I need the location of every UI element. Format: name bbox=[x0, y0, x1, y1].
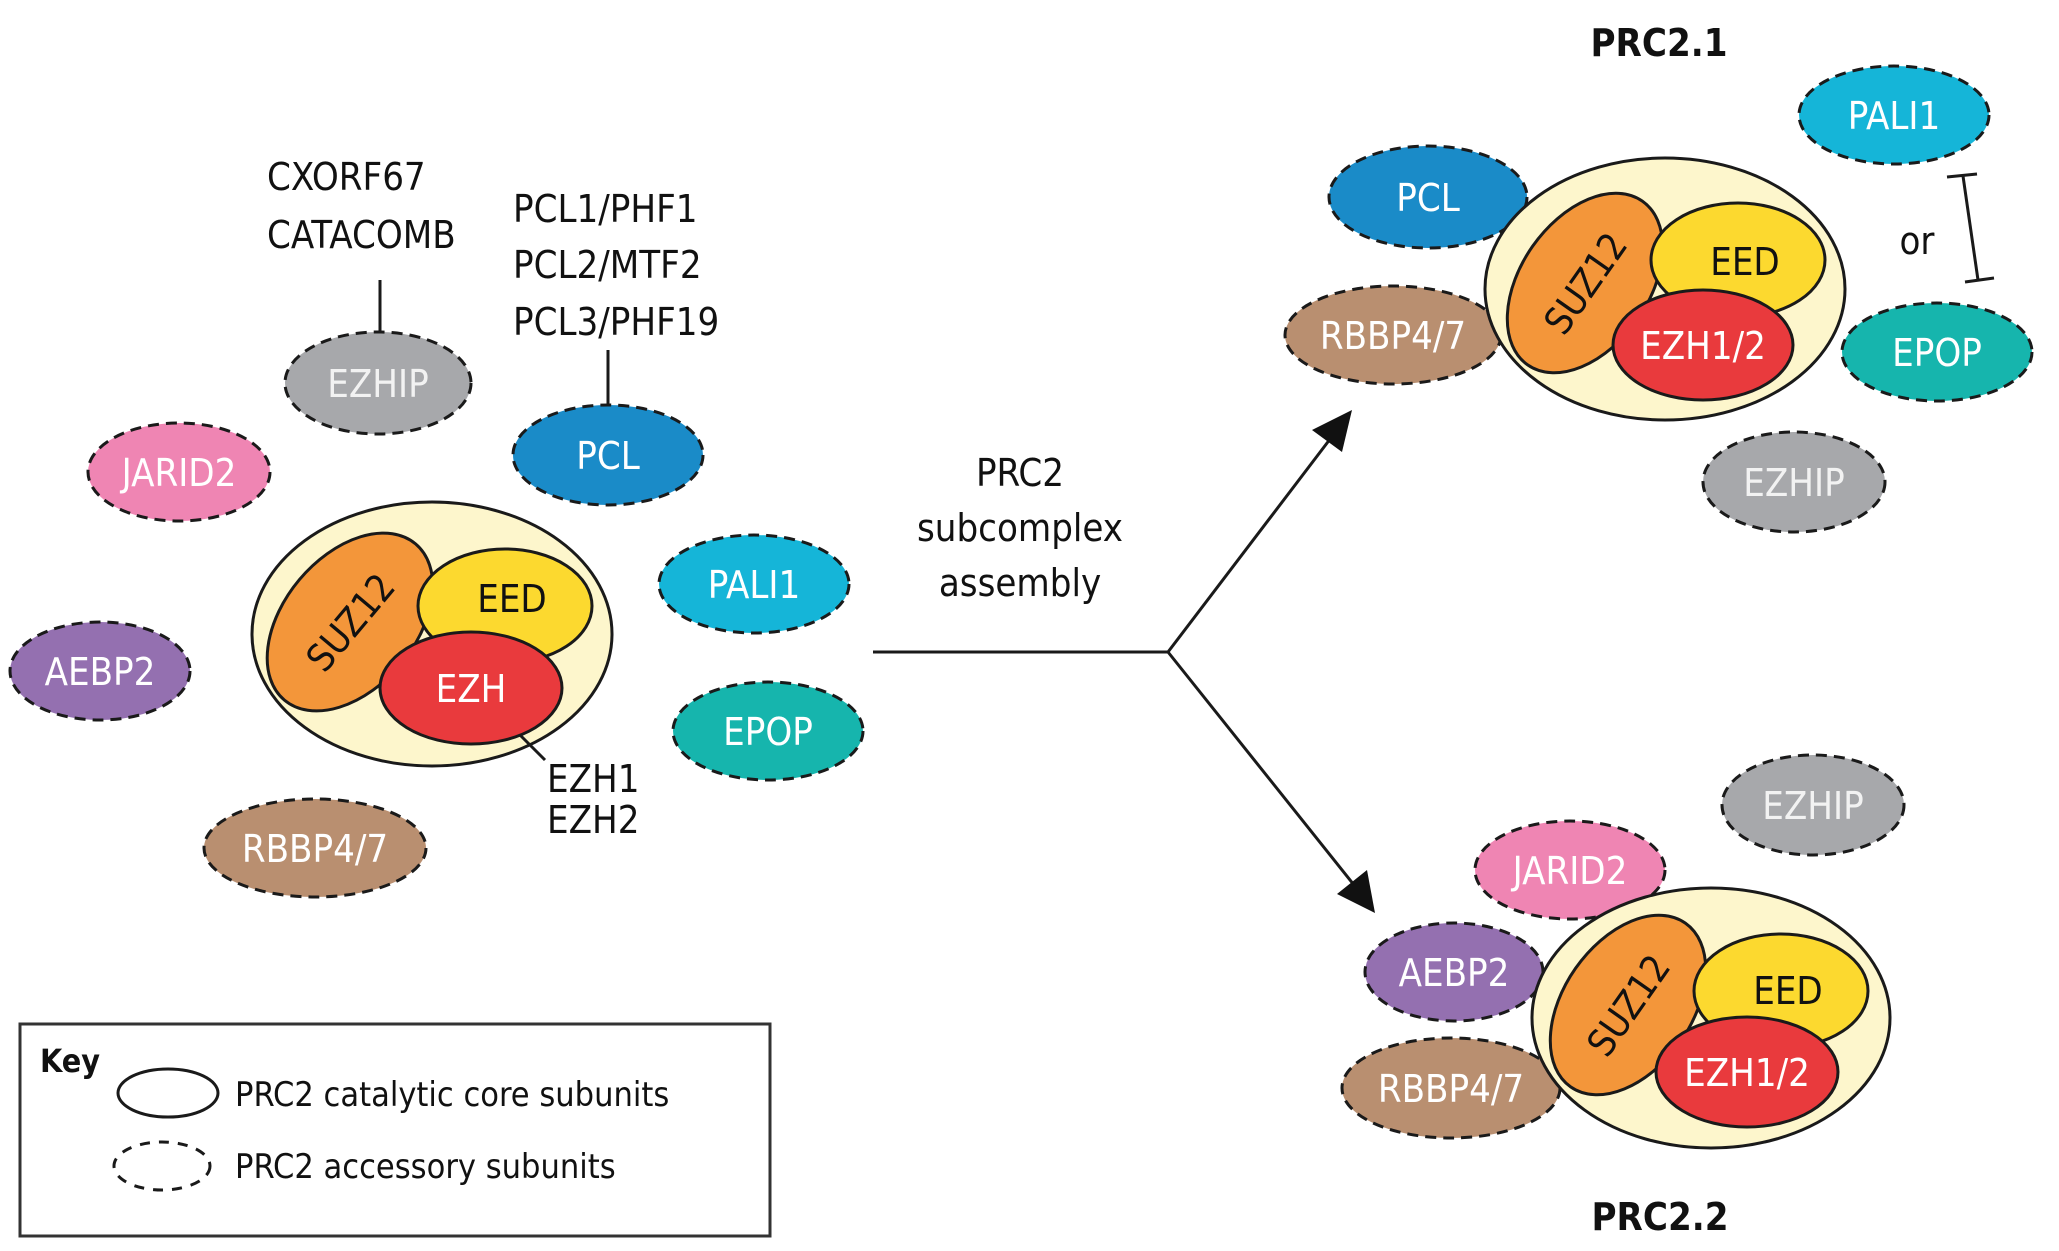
ezhip-shape bbox=[1701, 430, 1887, 534]
left-aebp2: AEBP2 bbox=[8, 620, 192, 722]
prc2-1-or-bracket: or bbox=[1900, 172, 1995, 284]
ezhip-label: EZHIP bbox=[327, 362, 428, 406]
rbbp-shape bbox=[202, 797, 428, 899]
prc2-1-epop: EPOP bbox=[1840, 301, 2034, 403]
epop-label: EPOP bbox=[1892, 331, 1982, 375]
prc2-2-ezhip: EZHIP bbox=[1720, 753, 1906, 857]
prc2-1-title: PRC2.1 bbox=[1590, 21, 1727, 65]
left-core: SUZ12 EED EZH bbox=[250, 500, 614, 768]
left-ezhip: EZHIP bbox=[283, 330, 473, 436]
ezh-label: EZH1/2 bbox=[1640, 324, 1766, 368]
eed-label: EED bbox=[477, 577, 547, 621]
rbbp-label: RBBP4/7 bbox=[1320, 314, 1466, 358]
key-title: Key bbox=[40, 1042, 100, 1080]
eed-label: EED bbox=[1753, 969, 1823, 1013]
prc2-1-group: PRC2.1 PALI1 or EPOP PCL RBBP4/7 SUZ12 bbox=[1283, 21, 2034, 534]
arrow-to-prc2-1 bbox=[1166, 425, 1342, 653]
prc2-2-group: EZHIP JARID2 AEBP2 RBBP4/7 SUZ12 EED EZH… bbox=[1340, 753, 1906, 1239]
key-legend: Key PRC2 catalytic core subunits PRC2 ac… bbox=[18, 1022, 772, 1238]
bracket-bottom-bar bbox=[1964, 276, 1995, 284]
pali1-label: PALI1 bbox=[708, 563, 800, 607]
left-pcl: PCL bbox=[511, 403, 705, 507]
jarid2-label: JARID2 bbox=[120, 451, 237, 495]
pcl-variant-2: PCL2/MTF2 bbox=[513, 243, 702, 287]
key-item-accessory-label: PRC2 accessory subunits bbox=[235, 1147, 616, 1187]
ezh-shape bbox=[1611, 288, 1795, 402]
aebp2-shape bbox=[8, 620, 192, 722]
ezh-label: EZH bbox=[436, 667, 507, 711]
jarid2-shape bbox=[1473, 819, 1667, 921]
epop-shape bbox=[1840, 301, 2034, 403]
ezh-shape bbox=[1654, 1015, 1840, 1129]
prc2-2-core: SUZ12 EED EZH1/2 bbox=[1530, 886, 1892, 1150]
ezhip-label: EZHIP bbox=[1762, 784, 1863, 828]
pcl-label: PCL bbox=[1396, 176, 1460, 220]
left-epop: EPOP bbox=[671, 680, 865, 782]
transition-label-line-2: subcomplex bbox=[917, 506, 1123, 550]
arrowhead-up-icon bbox=[1312, 410, 1352, 452]
jarid2-shape bbox=[86, 421, 272, 523]
pali1-label: PALI1 bbox=[1848, 94, 1940, 138]
pcl-variant-3: PCL3/PHF19 bbox=[513, 300, 719, 344]
prc2-2-aebp2: AEBP2 bbox=[1363, 921, 1545, 1023]
ezhip-shape bbox=[1720, 753, 1906, 857]
transition-label-line-1: PRC2 bbox=[976, 451, 1064, 495]
left-prc2-group: CXORF67 CATACOMB PCL1/PHF1 PCL2/MTF2 PCL… bbox=[8, 155, 865, 899]
ezhip-alias-catacomb: CATACOMB bbox=[267, 213, 456, 257]
ezhip-label: EZHIP bbox=[1743, 461, 1844, 505]
prc2-2-jarid2: JARID2 bbox=[1473, 819, 1667, 921]
ezhip-shape bbox=[283, 330, 473, 436]
ezh-variant-1: EZH1 bbox=[547, 757, 639, 801]
key-box bbox=[18, 1022, 772, 1238]
left-jarid2: JARID2 bbox=[86, 421, 272, 523]
pcl-shape bbox=[511, 403, 705, 507]
jarid2-label: JARID2 bbox=[1511, 849, 1628, 893]
pali1-shape bbox=[657, 533, 851, 635]
epop-label: EPOP bbox=[723, 710, 813, 754]
pali1-shape bbox=[1797, 64, 1991, 166]
epop-shape bbox=[671, 680, 865, 782]
bracket-vertical bbox=[1961, 175, 1980, 281]
prc2-1-pali1: PALI1 bbox=[1797, 64, 1991, 166]
arrow-to-prc2-2 bbox=[1166, 651, 1364, 896]
ezh-label: EZH1/2 bbox=[1684, 1051, 1810, 1095]
rbbp-label: RBBP4/7 bbox=[1378, 1067, 1524, 1111]
pcl-label: PCL bbox=[576, 434, 640, 478]
key-dashed-ellipse-icon bbox=[112, 1140, 212, 1192]
pcl-shape bbox=[1327, 144, 1529, 250]
left-rbbp: RBBP4/7 bbox=[202, 797, 428, 899]
prc2-1-pcl: PCL bbox=[1327, 144, 1529, 250]
transition-label-line-3: assembly bbox=[939, 561, 1101, 605]
prc2-1-rbbp: RBBP4/7 bbox=[1283, 284, 1503, 386]
arrowhead-down-icon bbox=[1337, 870, 1375, 913]
ezh-leader-line bbox=[518, 733, 547, 762]
ezhip-alias-cxorf67: CXORF67 bbox=[267, 155, 426, 199]
or-label: or bbox=[1900, 219, 1936, 263]
aebp2-label: AEBP2 bbox=[1399, 951, 1510, 995]
pcl-variant-1: PCL1/PHF1 bbox=[513, 187, 698, 231]
rbbp-label: RBBP4/7 bbox=[242, 827, 388, 871]
prc2-1-ezhip: EZHIP bbox=[1701, 430, 1887, 534]
bracket-top-bar bbox=[1946, 172, 1978, 179]
ezh-shape bbox=[378, 630, 564, 746]
prc2-2-title: PRC2.2 bbox=[1591, 1195, 1728, 1239]
prc2-2-rbbp: RBBP4/7 bbox=[1340, 1036, 1562, 1140]
left-pali1: PALI1 bbox=[657, 533, 851, 635]
prc2-1-core: SUZ12 EED EZH1/2 bbox=[1483, 156, 1847, 422]
key-solid-ellipse-icon bbox=[116, 1067, 220, 1119]
eed-label: EED bbox=[1710, 240, 1780, 284]
key-item-core-label: PRC2 catalytic core subunits bbox=[235, 1075, 669, 1115]
ezh-variant-2: EZH2 bbox=[547, 798, 639, 842]
assembly-transition: PRC2 subcomplex assembly bbox=[873, 410, 1375, 913]
aebp2-label: AEBP2 bbox=[45, 650, 156, 694]
